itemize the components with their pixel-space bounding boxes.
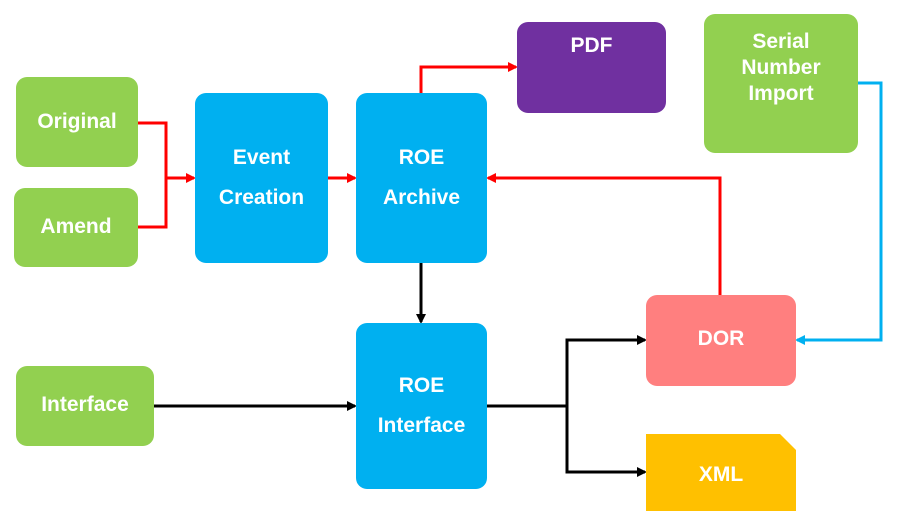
node-dor: DOR [646, 295, 796, 386]
node-interface: Interface [16, 366, 154, 446]
node-roe-archive-label: ROE Archive [382, 146, 461, 209]
node-pdf: PDF [517, 22, 666, 113]
node-original: Original [16, 77, 138, 167]
node-event-creation: Event Creation [195, 93, 328, 263]
node-amend: Amend [14, 188, 138, 267]
node-serial-number-import-label: Serial Number Import [741, 29, 821, 105]
edge-roe-archive-to-pdf [419, 62, 518, 93]
node-amend-label: Amend [40, 214, 112, 238]
node-interface-label: Interface [41, 393, 129, 416]
node-pdf-label: PDF [570, 33, 613, 57]
node-roe-interface: ROE Interface [356, 323, 487, 489]
edge-original-to-event-creation [138, 121, 168, 178]
edge-roe-interface-to-dor [565, 335, 647, 406]
node-dor-label: DOR [697, 326, 745, 350]
edge-amend-to-event-creation [138, 178, 168, 229]
node-serial-number-import: Serial Number Import [704, 14, 858, 153]
node-roe-archive: ROE Archive [356, 93, 487, 263]
edge-dor-to-roe-archive [486, 173, 722, 295]
node-xml-label: XML [698, 462, 744, 486]
node-event-creation-label: Event Creation [218, 146, 305, 209]
node-roe-interface-label: ROE Interface [377, 374, 466, 437]
node-original-label: Original [37, 110, 117, 133]
node-xml-document: XML [646, 434, 796, 511]
edge-serial-number-import-to-dor [795, 81, 883, 345]
edge-roe-interface-to-xml [565, 406, 647, 477]
